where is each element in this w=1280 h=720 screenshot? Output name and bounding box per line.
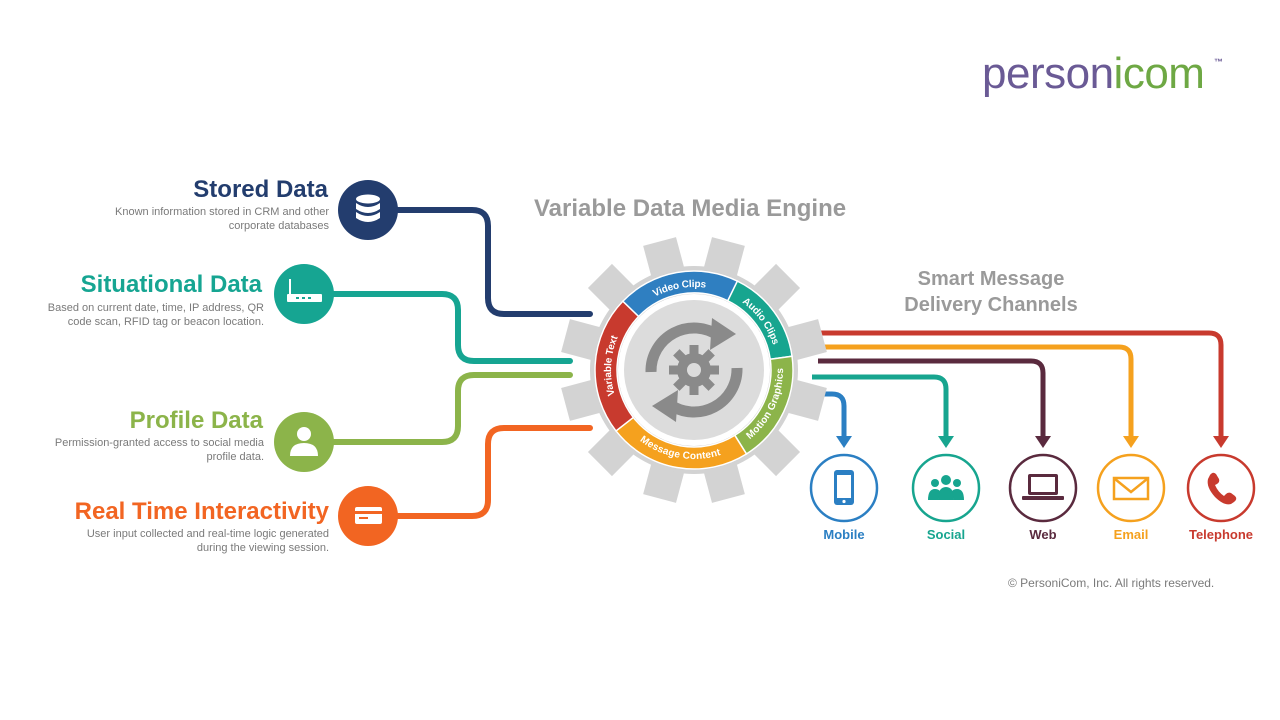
email-circle [1096, 453, 1166, 523]
channel-circle-telephone [1186, 453, 1256, 523]
connector-social [812, 374, 949, 436]
source-circle-situational-data [274, 264, 334, 324]
arrow-telephone [1213, 436, 1229, 448]
people-icon [928, 475, 964, 500]
situational-data-description-line2: code scan, RFID tag or beacon location. [67, 316, 264, 328]
channel-circle-email [1096, 453, 1166, 523]
copyright-text: © PersoniCom, Inc. All rights reserved. [1008, 576, 1215, 590]
stored-data-description-line2: corporate databases [228, 220, 329, 232]
channel-label-email: Email [1113, 527, 1149, 542]
input-connectors [331, 207, 593, 519]
delivery-title-line2: Delivery Channels [904, 294, 1078, 316]
envelope-icon [1112, 476, 1150, 501]
connector-situational-data [331, 291, 573, 364]
gear-segments [594, 270, 794, 470]
logo-text-part3: com [1122, 49, 1205, 98]
gear-segment [594, 300, 640, 433]
delivery-title: Smart Message Delivery Channels [880, 266, 1102, 318]
source-circle-real-time [338, 486, 398, 546]
cog-tooth [689, 345, 699, 357]
stored-data-description-line1: Known information stored in CRM and othe… [115, 206, 329, 218]
situational-data-description-line1: Based on current date, time, IP address,… [47, 302, 264, 314]
output-connectors [795, 330, 1224, 436]
connector-web [818, 358, 1046, 436]
mobile-phone-icon [834, 470, 854, 505]
delivery-title-line1: Smart Message [917, 268, 1065, 290]
card-icon [355, 507, 382, 524]
source-icons [274, 180, 398, 546]
arrow-email [1123, 436, 1139, 448]
real-time-description: User input collected and real-time logic… [20, 527, 329, 555]
source-circle-profile-data [274, 412, 334, 472]
channel-label-social: Social [926, 527, 966, 542]
situational-data-title: Situational Data [80, 271, 262, 298]
real-time-description-line1: User input collected and real-time logic… [86, 528, 329, 540]
router-icon [287, 279, 322, 302]
stored-data-title: Stored Data [193, 176, 328, 203]
stored-data-description: Known information stored in CRM and othe… [20, 205, 329, 233]
database-icon [356, 194, 380, 222]
real-time-title: Real Time Interactivity [74, 498, 329, 525]
channel-circle-social [911, 453, 981, 523]
channel-circle-web [1008, 453, 1078, 523]
laptop-icon [1022, 474, 1064, 500]
channel-label-telephone: Telephone [1188, 527, 1254, 542]
source-circle-stored-data [338, 180, 398, 240]
connector-profile-data [331, 372, 573, 445]
profile-data-circle [274, 412, 334, 472]
connector-stored-data [395, 207, 593, 317]
profile-data-description-line2: profile data. [206, 451, 264, 463]
connector-mobile [800, 391, 847, 436]
logo-text-part2: i [1113, 49, 1124, 98]
profile-data-description-line1: Permission-granted access to social medi… [54, 437, 264, 449]
personicom-logo: personicom ™ [982, 49, 1223, 98]
arrow-social [938, 436, 954, 448]
connector-telephone [795, 330, 1224, 436]
channel-label-web: Web [1029, 527, 1057, 542]
connector-email [808, 344, 1134, 436]
profile-data-title: Profile Data [129, 407, 263, 434]
arrow-mobile [836, 436, 852, 448]
telephone-icon [1207, 472, 1237, 505]
telephone-circle [1186, 453, 1256, 523]
engine-title: Variable Data Media Engine [534, 195, 847, 222]
refresh-cog-icon [645, 318, 743, 422]
channel-circle-mobile [809, 453, 879, 523]
situational-data-description: Based on current date, time, IP address,… [0, 301, 264, 329]
output-arrowheads [836, 436, 1229, 448]
channel-icons [809, 453, 1256, 523]
logo-text-part1: person [982, 49, 1114, 98]
connector-real-time [395, 425, 593, 519]
cog-tooth [689, 383, 699, 395]
logo-trademark: ™ [1213, 57, 1223, 67]
arrow-web [1035, 436, 1051, 448]
real-time-description-line2: during the viewing session. [196, 542, 329, 554]
channel-label-mobile: Mobile [823, 527, 865, 542]
profile-data-description: Permission-granted access to social medi… [0, 436, 264, 464]
user-icon [290, 427, 318, 456]
